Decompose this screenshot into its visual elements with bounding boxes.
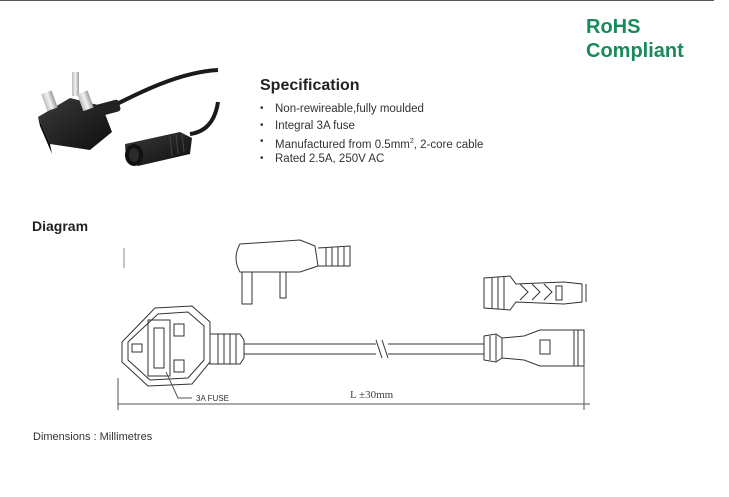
rohs-badge: RoHS Compliant <box>586 15 684 63</box>
top-divider <box>0 0 714 1</box>
connector-top-view <box>483 275 587 311</box>
spec-item-sup: 2 <box>409 138 414 145</box>
spec-item: Rated 2.5A, 250V AC <box>260 151 483 168</box>
spec-item-text: Manufactured from 0.5mm <box>275 138 410 151</box>
dimensions-note: Dimensions : Millimetres <box>33 431 153 443</box>
diagram-title: Diagram <box>32 218 89 234</box>
spec-list: Non-rewireable,fully moulded Integral 3A… <box>260 101 483 167</box>
length-label: L ±30mm <box>350 389 394 401</box>
plug-side-view <box>123 239 351 305</box>
plug-cable-line-drawing-icon <box>117 239 590 410</box>
plug-front-view <box>121 305 245 387</box>
spec-item-tail: , 2-core cable <box>413 138 484 151</box>
rohs-line2: Compliant <box>586 40 684 62</box>
fuse-label: 3A FUSE <box>196 394 229 403</box>
spec-title: Specification <box>260 77 360 94</box>
uk-plug-cable-photo-icon <box>38 68 220 166</box>
spec-item: Manufactured from 0.5mm2, 2-core cable <box>260 134 483 151</box>
spec-item: Non-rewireable,fully moulded <box>260 101 483 118</box>
spec-item: Integral 3A fuse <box>260 118 483 135</box>
connector-end-view <box>483 329 585 367</box>
rohs-line1: RoHS <box>586 16 641 38</box>
